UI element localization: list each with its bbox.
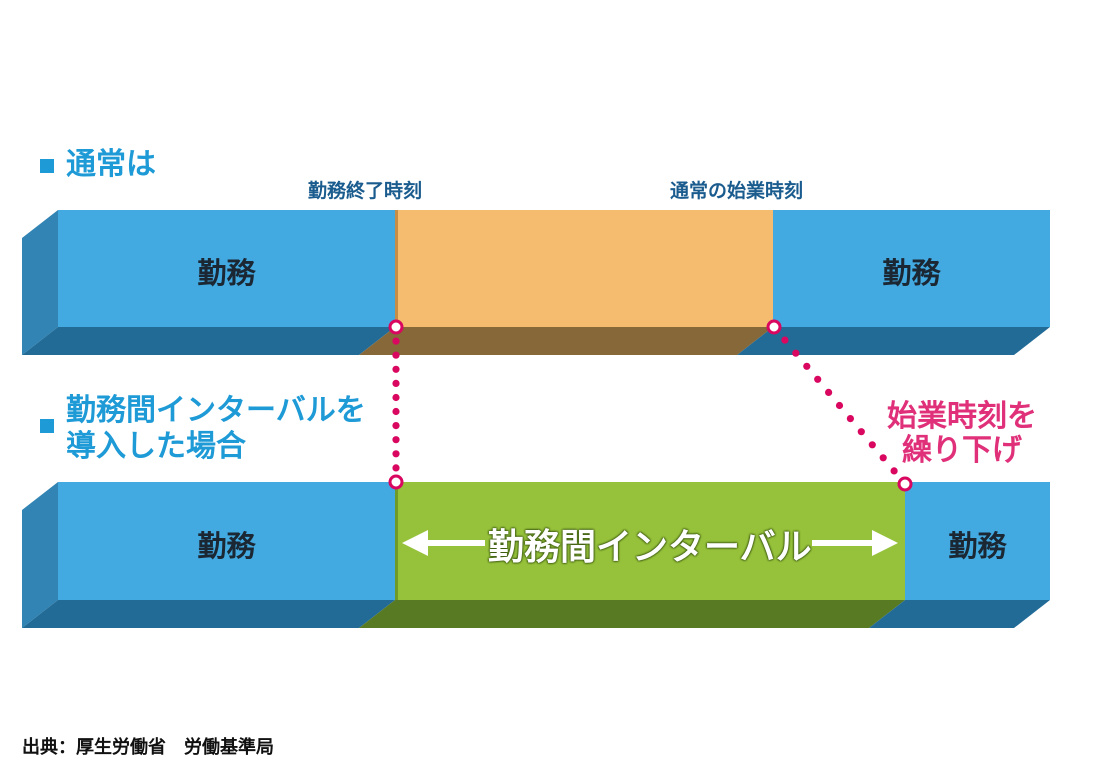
heading-interval-line1: 勤務間インターバルを [66, 393, 366, 428]
connector-dot [814, 375, 822, 383]
connector-dot [392, 365, 400, 373]
label-top-left-work: 勤務 [197, 256, 256, 290]
endpoint-normal-start [766, 319, 782, 335]
top-gap-bar [395, 210, 773, 327]
bottom-right-work-bar [905, 482, 1050, 600]
bottom-right-work-bar-bottom [869, 600, 1050, 628]
endpoint-work-end-bottom [388, 474, 404, 490]
interval-bar-edge [395, 482, 398, 600]
heading-interval-line2: 導入した場合 [66, 429, 246, 464]
dotted-connectors [392, 336, 898, 475]
source-credit: 出典：厚生労働省 労働基準局 [22, 737, 274, 758]
bottom-left-work-bar [58, 482, 395, 600]
label-top-right-work: 勤務 [882, 256, 941, 290]
connector-dot [868, 441, 876, 449]
endpoint-work-end-top [388, 319, 404, 335]
connector-dot [879, 454, 887, 462]
endpoint-shifted-start [897, 476, 913, 492]
connector-endpoints [388, 319, 913, 492]
label-bottom-right-work: 勤務 [948, 529, 1007, 563]
bullet-normal [40, 159, 54, 173]
top-left-work-bar-bottom [22, 327, 395, 355]
callout-start-shift-line1: 始業時刻を [887, 399, 1037, 434]
connector-dot [392, 379, 400, 387]
label-normal-start-time: 通常の始業時刻 [670, 180, 804, 202]
connector-dot [846, 415, 855, 423]
connector-dot [392, 351, 400, 359]
connector-dot [781, 336, 789, 344]
label-interval: 勤務間インターバル [488, 527, 812, 568]
connector-dot [392, 450, 400, 458]
bottom-left-work-bar-bottom [22, 600, 395, 628]
top-right-work-bar [773, 210, 1050, 327]
connector-dot [803, 362, 811, 370]
connector-dot [392, 436, 400, 444]
connector-dot [835, 401, 844, 410]
interval-arrow-right-head [872, 530, 898, 556]
bullet-interval [40, 419, 54, 433]
interval-bar-bottom [359, 600, 905, 628]
interval-arrows [402, 530, 898, 556]
connector-dot [392, 464, 400, 472]
heading-normal: 通常は [66, 147, 156, 182]
connector-dot [792, 349, 800, 357]
connector-dot [825, 388, 833, 396]
label-work-end-time: 勤務終了時刻 [308, 180, 423, 202]
connector-dot [392, 393, 400, 402]
connector-dot [392, 422, 400, 430]
connector-dot [857, 428, 865, 436]
dotted-line-work-end [392, 337, 400, 472]
top-right-work-bar-bottom [737, 327, 1050, 355]
top-gap-bar-edge [395, 210, 398, 327]
bottom-left-work-bar-side [22, 482, 58, 628]
connector-dot [392, 337, 400, 345]
connector-dot [890, 467, 898, 475]
top-left-work-bar [58, 210, 395, 327]
top-left-work-bar-side [22, 210, 58, 355]
connector-dot [392, 407, 400, 416]
callout-start-shift-line2: 繰り下げ [902, 433, 1022, 468]
dotted-line-start-shift [781, 336, 898, 475]
top-gap-bar-bottom [359, 327, 773, 355]
interval-arrow-left-head [402, 530, 428, 556]
top-row [22, 210, 1050, 355]
label-bottom-left-work: 勤務 [197, 529, 256, 563]
